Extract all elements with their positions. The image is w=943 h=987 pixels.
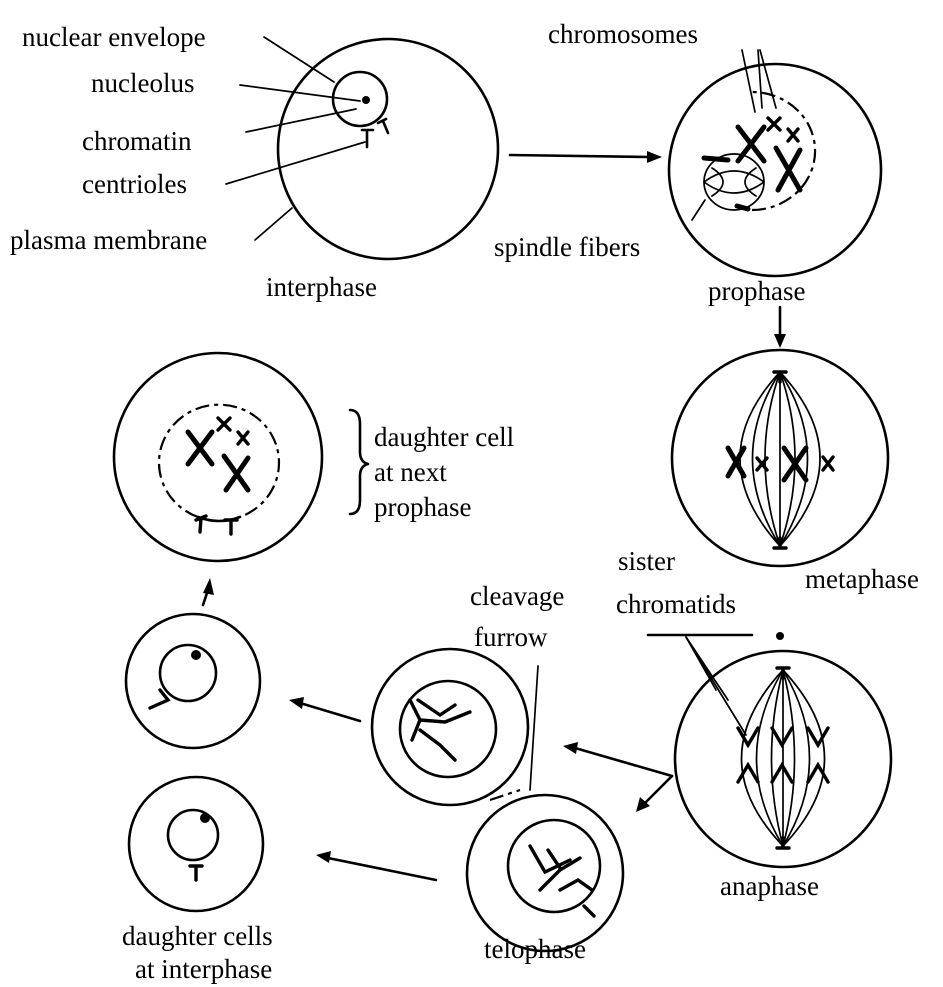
label-centrioles: centrioles: [82, 169, 187, 199]
arrow-telophase-to-daughter-upper: [289, 697, 360, 721]
arrow-anaphase-to-telophase: [563, 742, 672, 812]
daughter-upper-nucleus: [160, 645, 216, 701]
label-chromosomes: chromosomes: [548, 19, 698, 49]
centrioles-shape: [362, 119, 388, 147]
daughter-cell-lower: [129, 777, 263, 911]
daughter-lower-nucleus: [168, 810, 218, 860]
cleavage-furrow-leader: [530, 666, 538, 790]
label-nucleolus: nucleolus: [91, 68, 194, 98]
daughter-prophase-membrane: [114, 353, 322, 561]
label-metaphase: metaphase: [805, 564, 919, 594]
label-at-interphase: at interphase: [135, 954, 272, 984]
daughter-lower-membrane: [129, 777, 263, 911]
telophase-cells: [372, 649, 623, 951]
prophase-spindle-shape: [704, 154, 764, 210]
arrow-metaphase-to-anaphase: [776, 632, 784, 640]
prophase-cell: [669, 50, 881, 276]
telophase-upper-membrane: [372, 649, 528, 805]
daughter-cell-upper: [126, 614, 260, 748]
label-at-next: at next: [374, 457, 447, 487]
daughter-prophase-chromosomes: [188, 418, 248, 490]
label-telophase: telophase: [484, 934, 586, 964]
label-next-prophase: prophase: [374, 492, 471, 522]
daughter-prophase-nuclear-envelope: [159, 405, 279, 517]
sister-chromatids-leader-lines: [686, 637, 746, 735]
label-spindle-fibers: spindle fibers: [494, 232, 640, 262]
nucleolus-shape: [362, 96, 370, 104]
label-daughter-cells: daughter cells: [122, 921, 273, 951]
label-plasma-membrane: plasma membrane: [10, 225, 207, 255]
metaphase-spindle: [740, 372, 820, 546]
arrow-prophase-to-metaphase: [774, 307, 786, 348]
arrow-interphase-to-prophase: [510, 151, 662, 163]
label-daughter-cell: daughter cell: [374, 422, 514, 452]
plasma-membrane-shape: [278, 39, 498, 259]
daughter-prophase-bracket: [350, 410, 368, 514]
label-prophase: prophase: [708, 276, 805, 306]
label-nuclear-envelope: nuclear envelope: [22, 22, 206, 52]
daughter-prophase-cell: [114, 353, 322, 561]
arrow-telophase-to-daughter-lower: [316, 851, 436, 880]
telophase-upper-chromatin: [410, 700, 470, 760]
anaphase-spindle: [742, 670, 825, 846]
label-sister: sister: [618, 546, 675, 576]
metaphase-cell: [672, 350, 888, 566]
daughter-upper-membrane: [126, 614, 260, 748]
label-cleavage: cleavage: [470, 581, 564, 611]
arrow-daughter-to-prophase: [203, 578, 214, 605]
telophase-lower-chromatin: [530, 846, 592, 890]
label-furrow: furrow: [474, 622, 548, 652]
label-chromatids: chromatids: [616, 589, 736, 619]
label-anaphase: anaphase: [720, 871, 819, 901]
interphase-cell: [278, 39, 498, 259]
label-interphase: interphase: [266, 272, 377, 302]
label-chromatin: chromatin: [82, 126, 192, 156]
prophase-chromosomes: [704, 118, 800, 209]
anaphase-cell: [675, 651, 891, 867]
telophase-upper-nucleus: [400, 681, 496, 777]
